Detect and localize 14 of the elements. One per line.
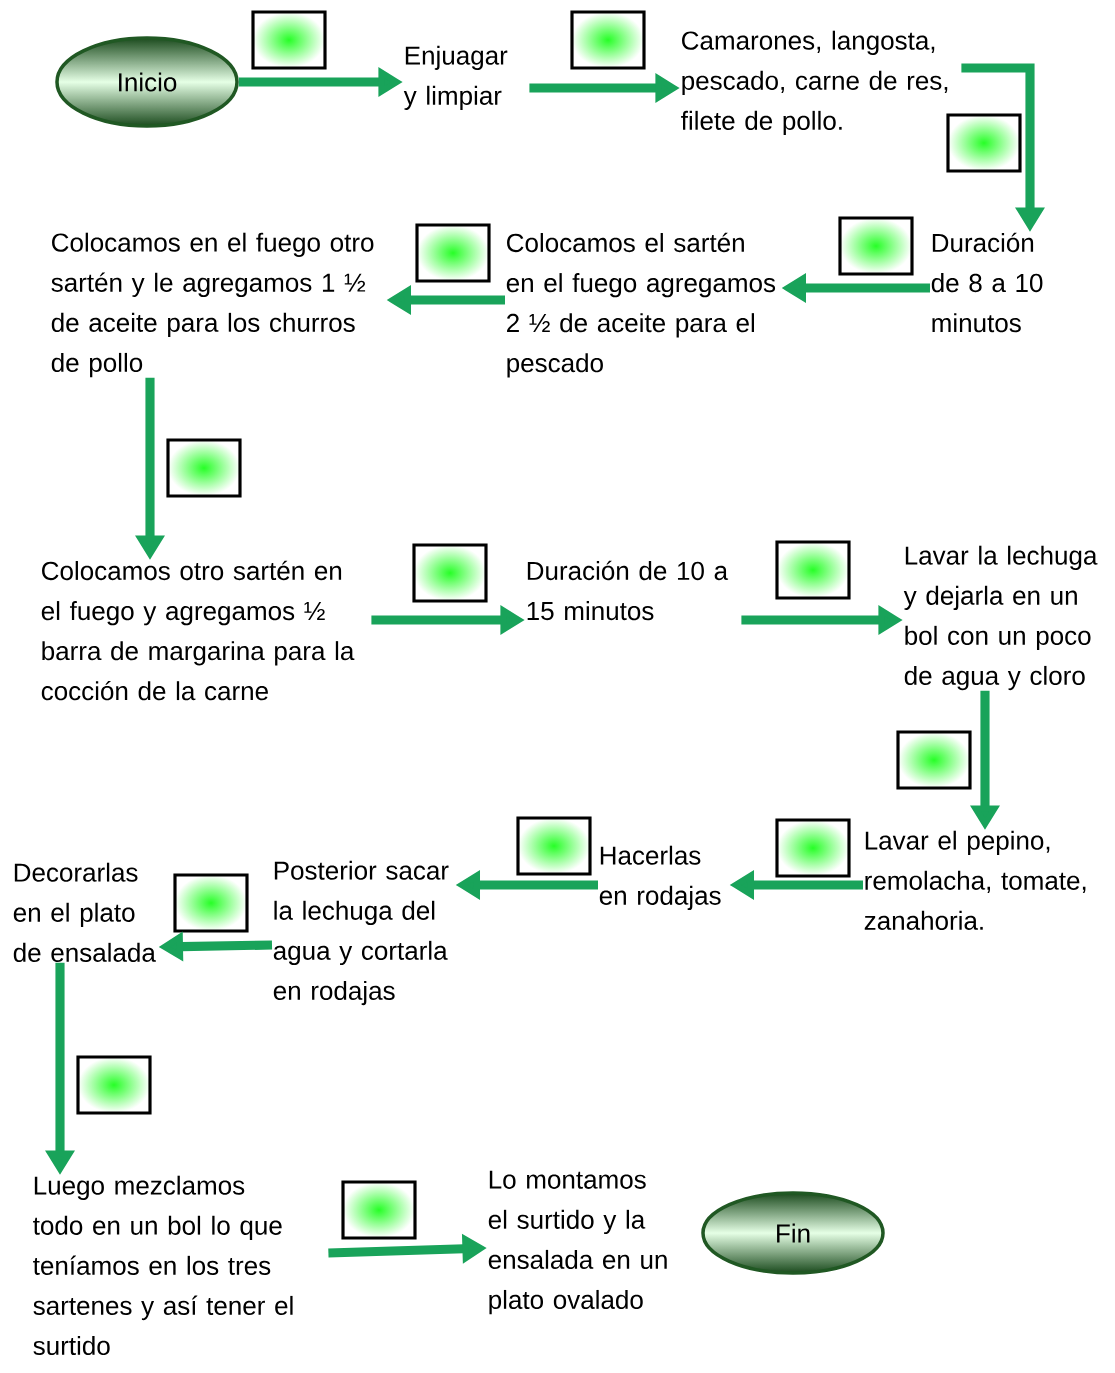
- step-text: Lavar el pepino, remolacha, tomate, zanahoria.: [864, 830, 1086, 930]
- step-text: Colocamos en el fuego otro sartén y le agregamos 1 ½ de aceite para los churros de pollo: [51, 232, 374, 378]
- step-text: Enjuagar y limpiar: [403, 45, 508, 111]
- step-text: Hacerlas en rodajas: [599, 845, 721, 911]
- step-text: Colocamos el sartén en el fuego agregamos 2 ½ de aceite para el pescado: [506, 232, 776, 378]
- step-text: Colocamos otro sartén en el fuego y agregamos ½ barra de margarina para la cocción de la carne: [41, 560, 355, 701]
- step-text: Luego mezclamos todo en un bol lo que teníamos en los tres sartenes y así tener el surtido: [33, 1175, 293, 1356]
- step-text: Camarones, langosta, pescado, carne de res, filete de pollo.: [681, 30, 948, 136]
- step-text: Lavar la lechuga y dejarla en un bol con un poco de agua y cloro: [903, 545, 1098, 691]
- step-text: Decorarlas en el plato de ensalada: [13, 862, 156, 962]
- step-text: Duración de 8 a 10 minutos: [931, 232, 1043, 333]
- step-text: Duración de 10 a 15 minutos: [527, 560, 729, 621]
- step-text: Posterior sacar la lechuga del agua y cortarla en rodajas: [273, 860, 449, 1006]
- step-text: Lo montamos el surtido y la ensalada en un plato ovalado: [488, 1170, 667, 1315]
